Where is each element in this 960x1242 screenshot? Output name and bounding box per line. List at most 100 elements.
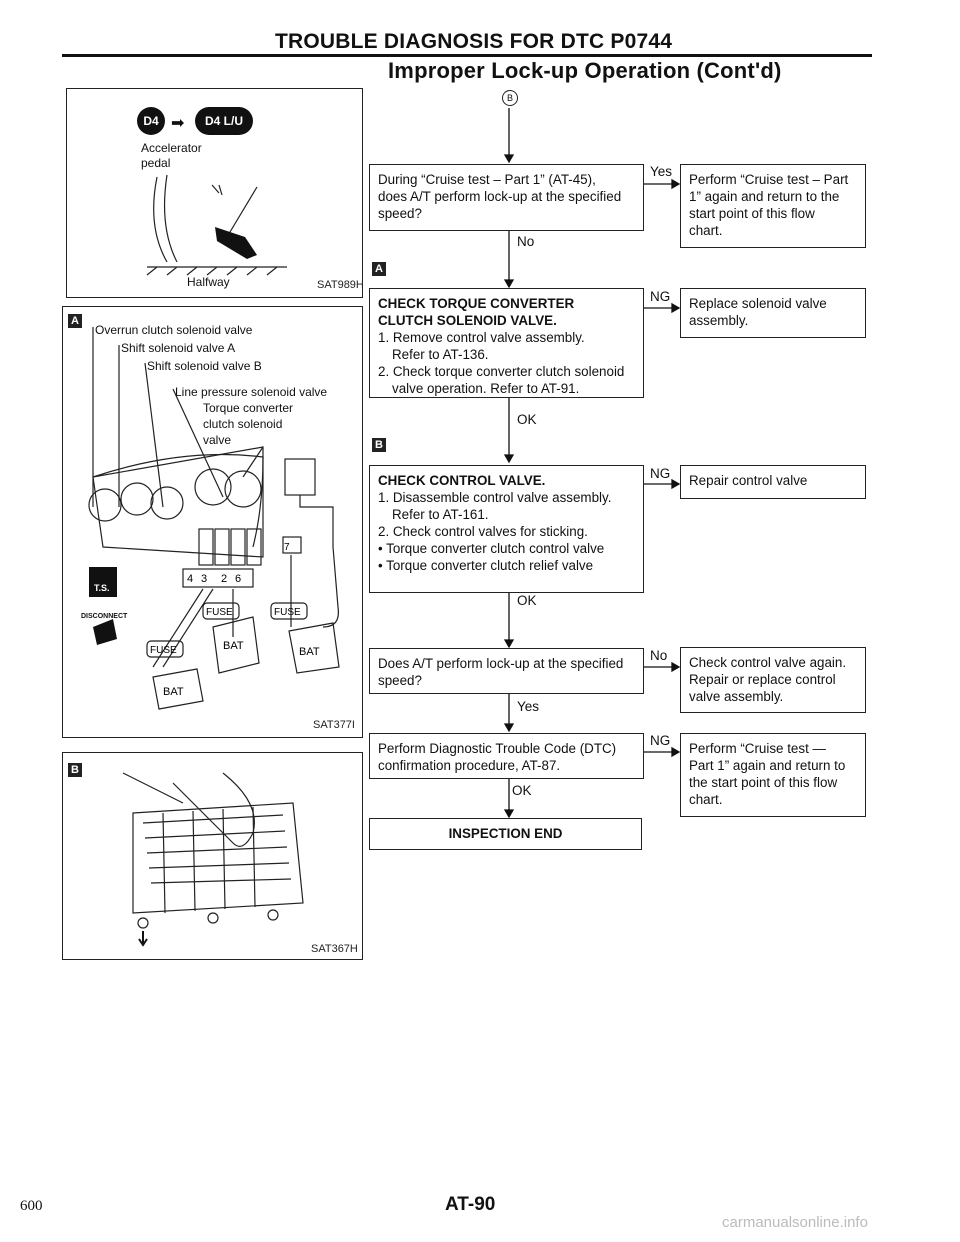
- s2-bullet-2: • Torque converter clutch relief valve: [378, 558, 594, 573]
- s1-step-1-ref: Refer to AT-136.: [392, 347, 489, 362]
- shift-solenoid-b-label: Shift solenoid valve B: [147, 359, 262, 373]
- svg-text:FUSE: FUSE: [274, 607, 301, 618]
- marker-a: A: [68, 314, 82, 328]
- inspection-end-box: INSPECTION END: [369, 818, 642, 850]
- r2-line-1: Replace solenoid valve: [689, 296, 827, 311]
- r5-line-2: Part 1” again and return to: [689, 758, 846, 773]
- d4-badge: D4: [137, 107, 165, 135]
- svg-text:T.S.: T.S.: [94, 583, 110, 593]
- s1-heading-2: CLUTCH SOLENOID VALVE.: [378, 313, 557, 328]
- s1-step-2-ref: valve operation. Refer to AT-91.: [392, 381, 580, 396]
- s2-heading: CHECK CONTROL VALVE.: [378, 473, 546, 488]
- q2-no-label: No: [650, 648, 668, 663]
- figure-code: SAT989H: [317, 279, 364, 291]
- pedal-label: pedal: [141, 156, 171, 170]
- cruise-test-question-box: During “Cruise test – Part 1” (AT-45), d…: [369, 164, 644, 231]
- q1-yes-label: Yes: [650, 164, 673, 179]
- control-valve-panel: SAT367H: [62, 752, 363, 960]
- svg-text:BAT: BAT: [163, 686, 184, 698]
- s3-ng-label: NG: [650, 733, 671, 748]
- svg-text:4: 4: [187, 573, 193, 585]
- s2-ng-label: NG: [650, 466, 671, 481]
- s2-step-2: 2. Check control valves for sticking.: [378, 524, 588, 539]
- s1-ok-label: OK: [517, 412, 537, 427]
- q2-line-2: speed?: [378, 673, 422, 688]
- r4-line-1: Check control valve again.: [689, 655, 847, 670]
- d4-lu-badge: D4 L/U: [195, 107, 253, 135]
- halfway-label: Halfway: [187, 275, 230, 289]
- r5-line-1: Perform “Cruise test —: [689, 741, 826, 756]
- page-number-center: AT-90: [445, 1194, 496, 1215]
- svg-text:FUSE: FUSE: [206, 607, 233, 618]
- q1-no-label: No: [517, 234, 535, 249]
- page-subtitle: Improper Lock-up Operation (Cont'd): [388, 58, 782, 83]
- figure-code: SAT377I: [313, 719, 355, 731]
- arrow-right-icon: ➡: [171, 115, 185, 132]
- shift-solenoid-a-label: Shift solenoid valve A: [121, 341, 236, 355]
- tcc-solenoid-label-3: valve: [203, 433, 232, 447]
- svg-text:2: 2: [221, 573, 227, 585]
- page-number-left: 600: [20, 1198, 43, 1214]
- r5-line-3: the start point of this flow: [689, 775, 838, 790]
- svg-text:BAT: BAT: [299, 646, 320, 658]
- accelerator-label: Accelerator: [141, 141, 202, 155]
- solenoid-circuit-panel: Overrun clutch solenoid valve Shift sole…: [62, 306, 363, 738]
- control-valve-illustration: [122, 772, 304, 947]
- s3-line-2: confirmation procedure, AT-87.: [378, 758, 561, 773]
- r4-line-3: valve assembly.: [689, 689, 784, 704]
- watermark: carmanualsonline.info: [722, 1214, 868, 1231]
- accelerator-pedal-illustration: [146, 174, 287, 276]
- s1-step-1: 1. Remove control valve assembly.: [378, 330, 585, 345]
- line-pressure-solenoid-label: Line pressure solenoid valve: [175, 385, 328, 399]
- s3-ok-label: OK: [512, 783, 532, 798]
- q2-yes-label: Yes: [517, 699, 540, 714]
- svg-text:3: 3: [201, 573, 207, 585]
- q1-line-2: does A/T perform lock-up at the specifie…: [378, 189, 622, 204]
- r1-line-3: start point of this flow: [689, 206, 815, 221]
- flow-marker-b: B: [372, 438, 386, 452]
- s3-line-1: Perform Diagnostic Trouble Code (DTC): [378, 741, 617, 756]
- check-valve-again-box: Check control valve again. Repair or rep…: [680, 647, 866, 713]
- check-tcc-solenoid-box: CHECK TORQUE CONVERTER CLUTCH SOLENOID V…: [369, 288, 644, 398]
- tcc-solenoid-label-1: Torque converter: [203, 401, 294, 415]
- r5-line-4: chart.: [689, 792, 723, 807]
- marker-b: B: [68, 763, 82, 777]
- s1-step-2: 2. Check torque converter clutch solenoi…: [378, 364, 625, 379]
- r4-line-2: Repair or replace control: [689, 672, 836, 687]
- r1-line-2: 1” again and return to the: [689, 189, 840, 204]
- svg-text:FUSE: FUSE: [150, 645, 177, 656]
- r2-line-2: assembly.: [689, 313, 749, 328]
- r3-line-1: Repair control valve: [689, 473, 808, 488]
- svg-text:6: 6: [235, 573, 241, 585]
- r1-line-1: Perform “Cruise test – Part: [689, 172, 849, 187]
- q1-line-1: During “Cruise test – Part 1” (AT-45),: [378, 172, 596, 187]
- flow-marker-a: A: [372, 262, 386, 276]
- s2-step-1: 1. Disassemble control valve assembly.: [378, 490, 612, 505]
- tcc-solenoid-label-2: clutch solenoid: [203, 417, 283, 431]
- dtc-confirmation-box: Perform Diagnostic Trouble Code (DTC) co…: [369, 733, 644, 779]
- disconnect-label: DISCONNECT: [81, 613, 128, 620]
- accelerator-figure-panel: D4 ➡ D4 L/U Accelerator pedal Halfway SA…: [66, 88, 364, 298]
- figure-code: SAT367H: [311, 943, 358, 955]
- flow-connector-b: B: [502, 90, 518, 106]
- s2-step-1-ref: Refer to AT-161.: [392, 507, 489, 522]
- r1-line-4: chart.: [689, 223, 723, 238]
- q2-line-1: Does A/T perform lock-up at the specifie…: [378, 656, 624, 671]
- s2-bullet-1: • Torque converter clutch control valve: [378, 541, 605, 556]
- repeat-cruise-test-box: Perform “Cruise test – Part 1” again and…: [680, 164, 866, 248]
- page-title: TROUBLE DIAGNOSIS FOR DTC P0744: [275, 30, 673, 53]
- svg-text:BAT: BAT: [223, 640, 244, 652]
- check-control-valve-box: CHECK CONTROL VALVE. 1. Disassemble cont…: [369, 465, 644, 593]
- repair-control-valve-box: Repair control valve: [680, 465, 866, 499]
- header-rule: [62, 54, 872, 57]
- q1-line-3: speed?: [378, 206, 422, 221]
- solenoid-wiring-diagram: FUSE FUSE FUSE BAT BAT BAT 4 3 2 6 7 T.S…: [88, 327, 340, 710]
- s1-ng-label: NG: [650, 289, 671, 304]
- overrun-solenoid-label: Overrun clutch solenoid valve: [95, 323, 253, 337]
- repeat-cruise-test-box-2: Perform “Cruise test — Part 1” again and…: [680, 733, 866, 817]
- replace-solenoid-box: Replace solenoid valve assembly.: [680, 288, 866, 338]
- s2-ok-label: OK: [517, 593, 537, 608]
- s1-heading-1: CHECK TORQUE CONVERTER: [378, 296, 575, 311]
- svg-text:7: 7: [284, 542, 290, 553]
